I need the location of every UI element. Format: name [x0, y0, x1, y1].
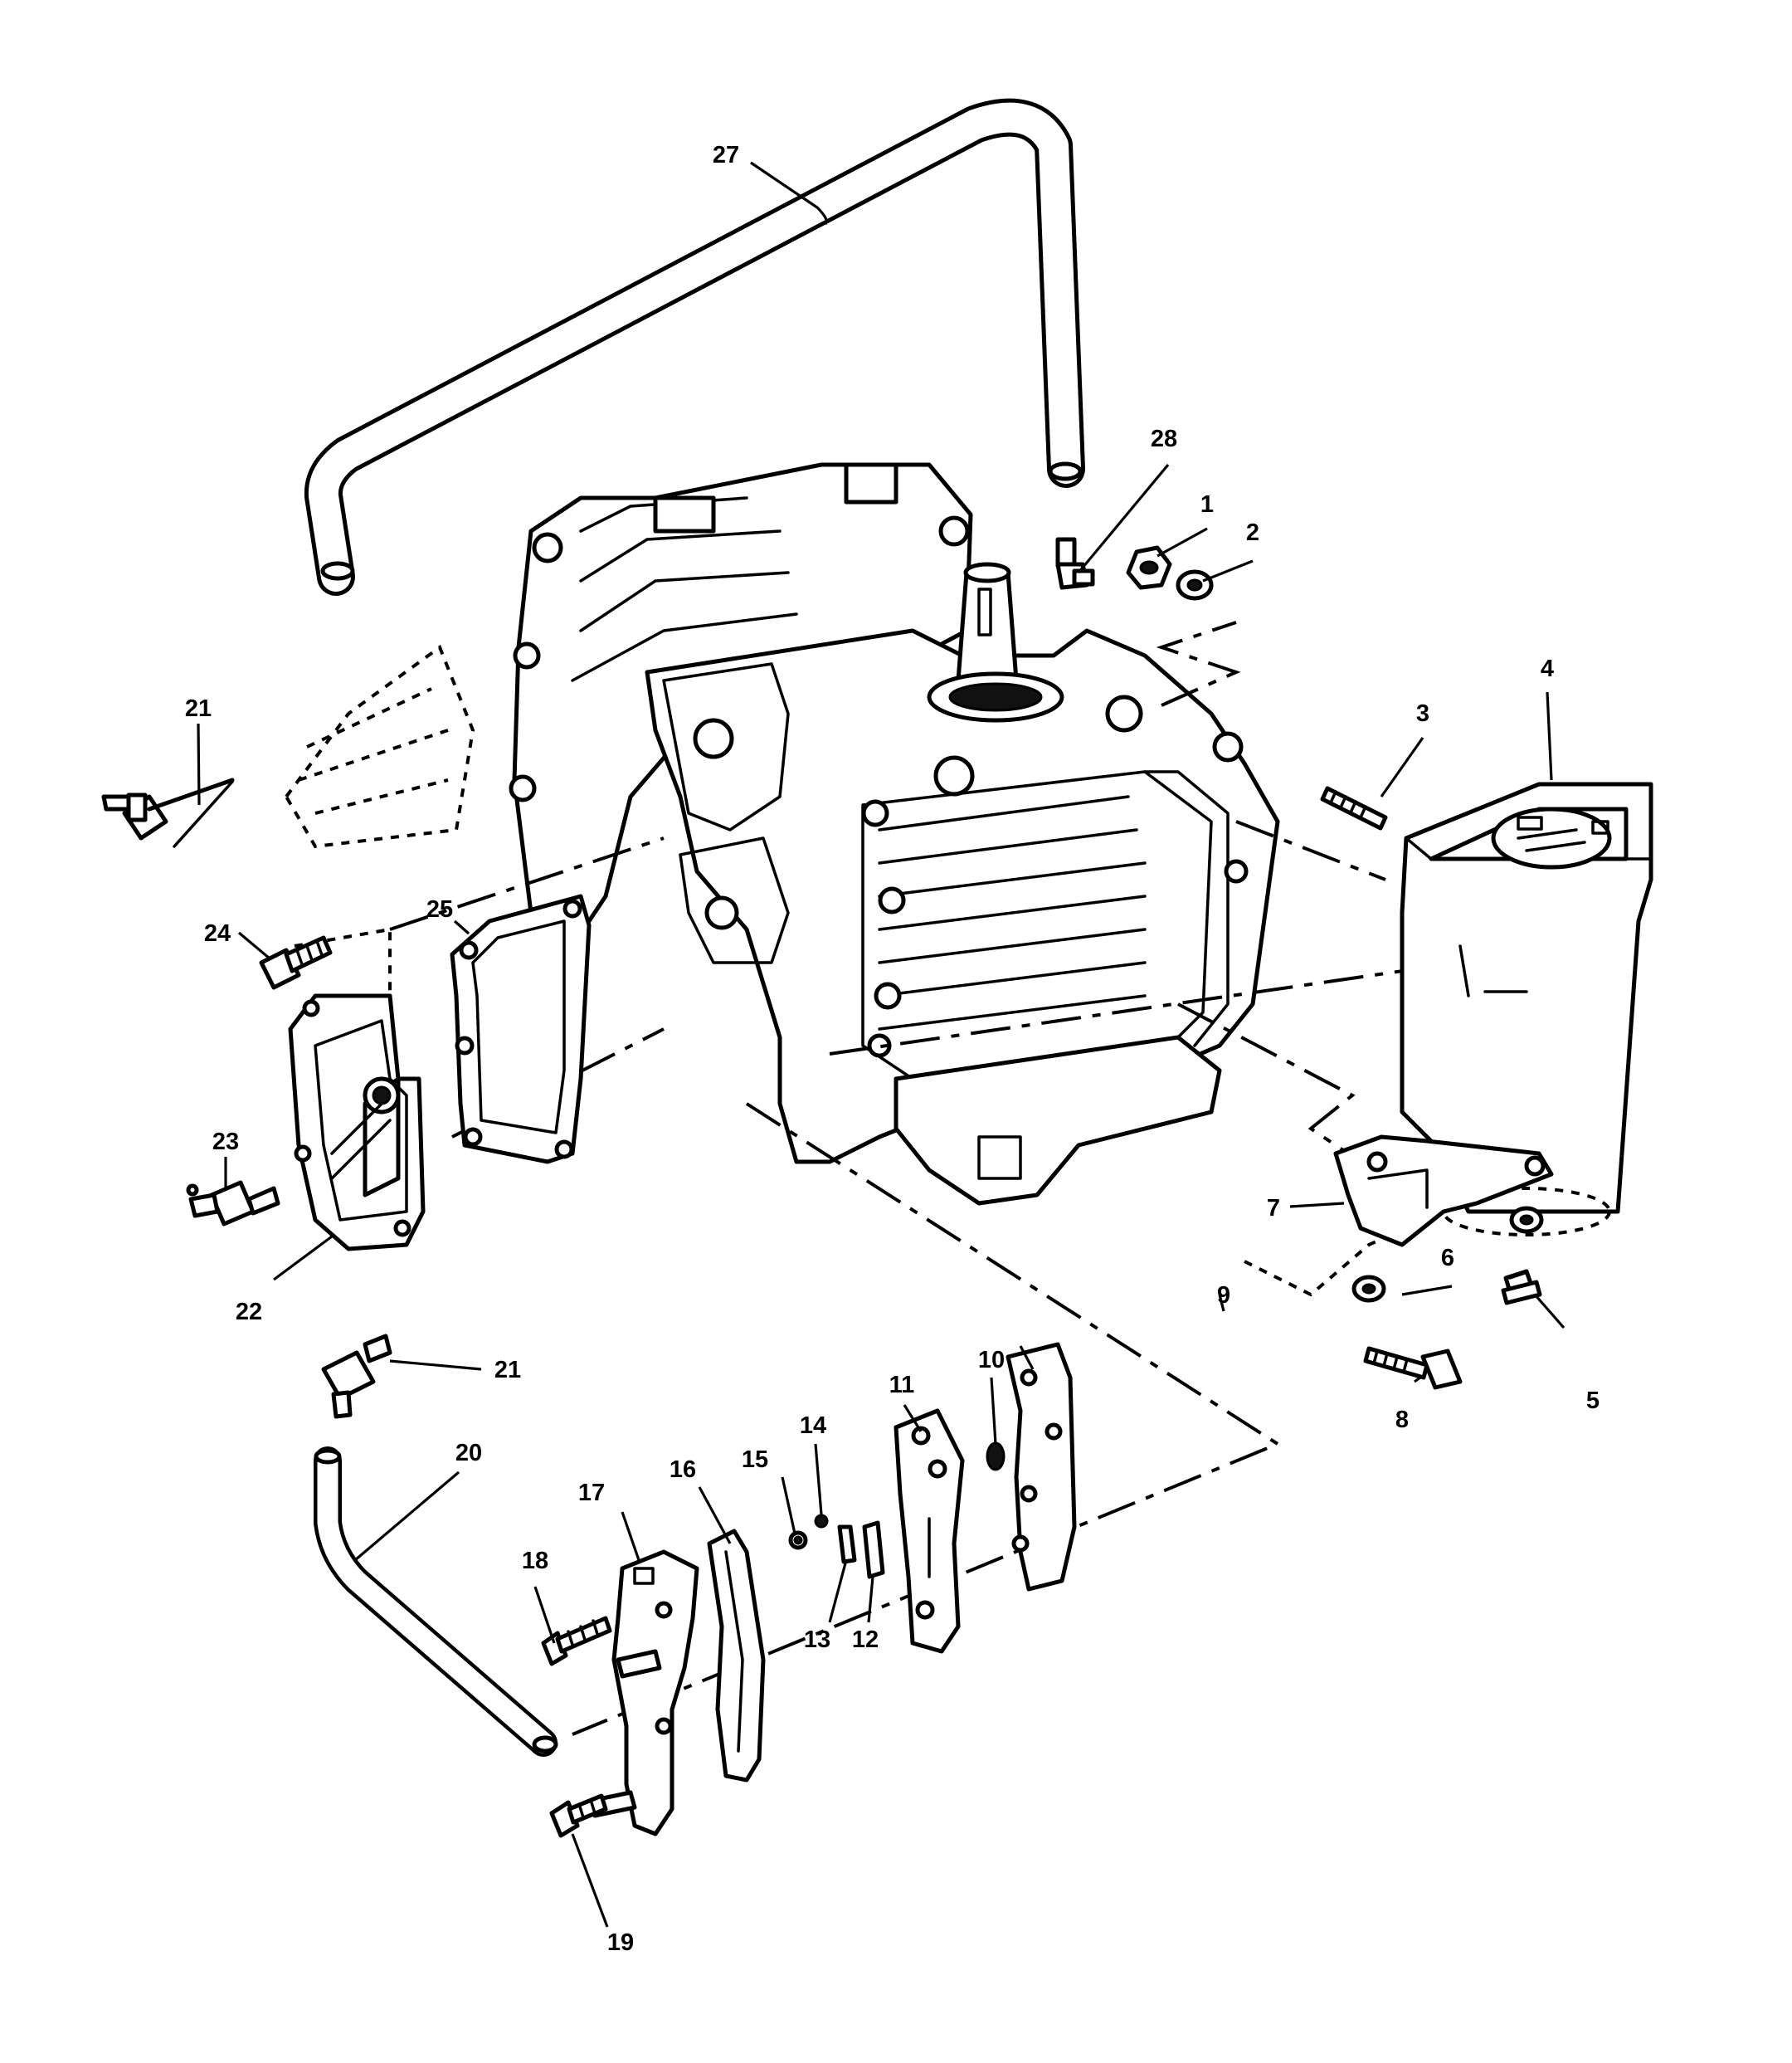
- callout-19: 19: [607, 1929, 634, 1956]
- callout-labels: 27 28 1 2 3 4 21 24 25 23 22 7 6 9 5 8 2…: [185, 142, 1600, 1956]
- callout-5: 5: [1586, 1388, 1600, 1414]
- link-16: [707, 1529, 766, 1783]
- callout-1: 1: [1200, 491, 1214, 518]
- callout-4: 4: [1541, 656, 1554, 682]
- fitting-28: [1055, 537, 1095, 590]
- screw-15: [788, 1530, 808, 1550]
- screw-18: [541, 1616, 612, 1666]
- callout-14: 14: [800, 1412, 826, 1439]
- leader-lines: [197, 161, 1566, 1928]
- fitting-21-lower: [321, 1334, 392, 1419]
- callout-12: 12: [852, 1627, 879, 1653]
- linkage-11: [894, 1408, 965, 1654]
- callout-15: 15: [742, 1446, 768, 1473]
- plug-10: [986, 1441, 1006, 1471]
- hose-20: [314, 1446, 558, 1757]
- cylinder-block: [509, 462, 1280, 1206]
- stud-3: [1320, 786, 1388, 831]
- callout-17: 17: [578, 1480, 605, 1506]
- callout-9: 9: [1217, 1282, 1230, 1309]
- washer-2: [1176, 569, 1214, 601]
- washer-14: [814, 1514, 829, 1529]
- callout-21-upper: 21: [185, 695, 212, 722]
- gasket-25: [450, 894, 592, 1164]
- housing-4: [1400, 782, 1653, 1236]
- cover-22: [288, 993, 426, 1251]
- callout-13: 13: [804, 1627, 830, 1653]
- screw-19: [549, 1793, 608, 1838]
- callout-6: 6: [1441, 1245, 1454, 1271]
- callout-18: 18: [522, 1548, 548, 1574]
- callout-25: 25: [426, 896, 453, 923]
- clip-12: [862, 1520, 885, 1579]
- callout-2: 2: [1246, 519, 1259, 546]
- callout-24: 24: [204, 920, 231, 947]
- plate-9: [1006, 1342, 1077, 1592]
- bolt-5: [1501, 1269, 1542, 1305]
- callout-21-lower: 21: [494, 1357, 521, 1383]
- callout-20: 20: [455, 1440, 482, 1466]
- callout-28: 28: [1151, 426, 1177, 452]
- callout-11: 11: [889, 1372, 915, 1398]
- bracket-7: [1333, 1134, 1554, 1247]
- clip-13: [837, 1524, 857, 1564]
- dashed-screen: [284, 644, 475, 849]
- callout-22: 22: [236, 1299, 262, 1325]
- callout-23: 23: [212, 1129, 239, 1155]
- callout-27: 27: [713, 142, 739, 168]
- fitting-23: [186, 1180, 280, 1227]
- nut-6b: [1351, 1275, 1386, 1303]
- callout-3: 3: [1416, 700, 1429, 727]
- bolt-8: [1363, 1346, 1463, 1390]
- callout-10: 10: [978, 1347, 1005, 1373]
- callout-8: 8: [1395, 1407, 1409, 1433]
- hose-27: [304, 98, 1085, 596]
- bolt-24: [259, 935, 333, 990]
- fitting-21-upper: [101, 778, 235, 848]
- nut-6a: [1509, 1206, 1544, 1234]
- callout-16: 16: [670, 1456, 696, 1483]
- nut-1: [1126, 545, 1172, 590]
- callout-7: 7: [1267, 1195, 1280, 1222]
- lever-17: [588, 1549, 699, 1836]
